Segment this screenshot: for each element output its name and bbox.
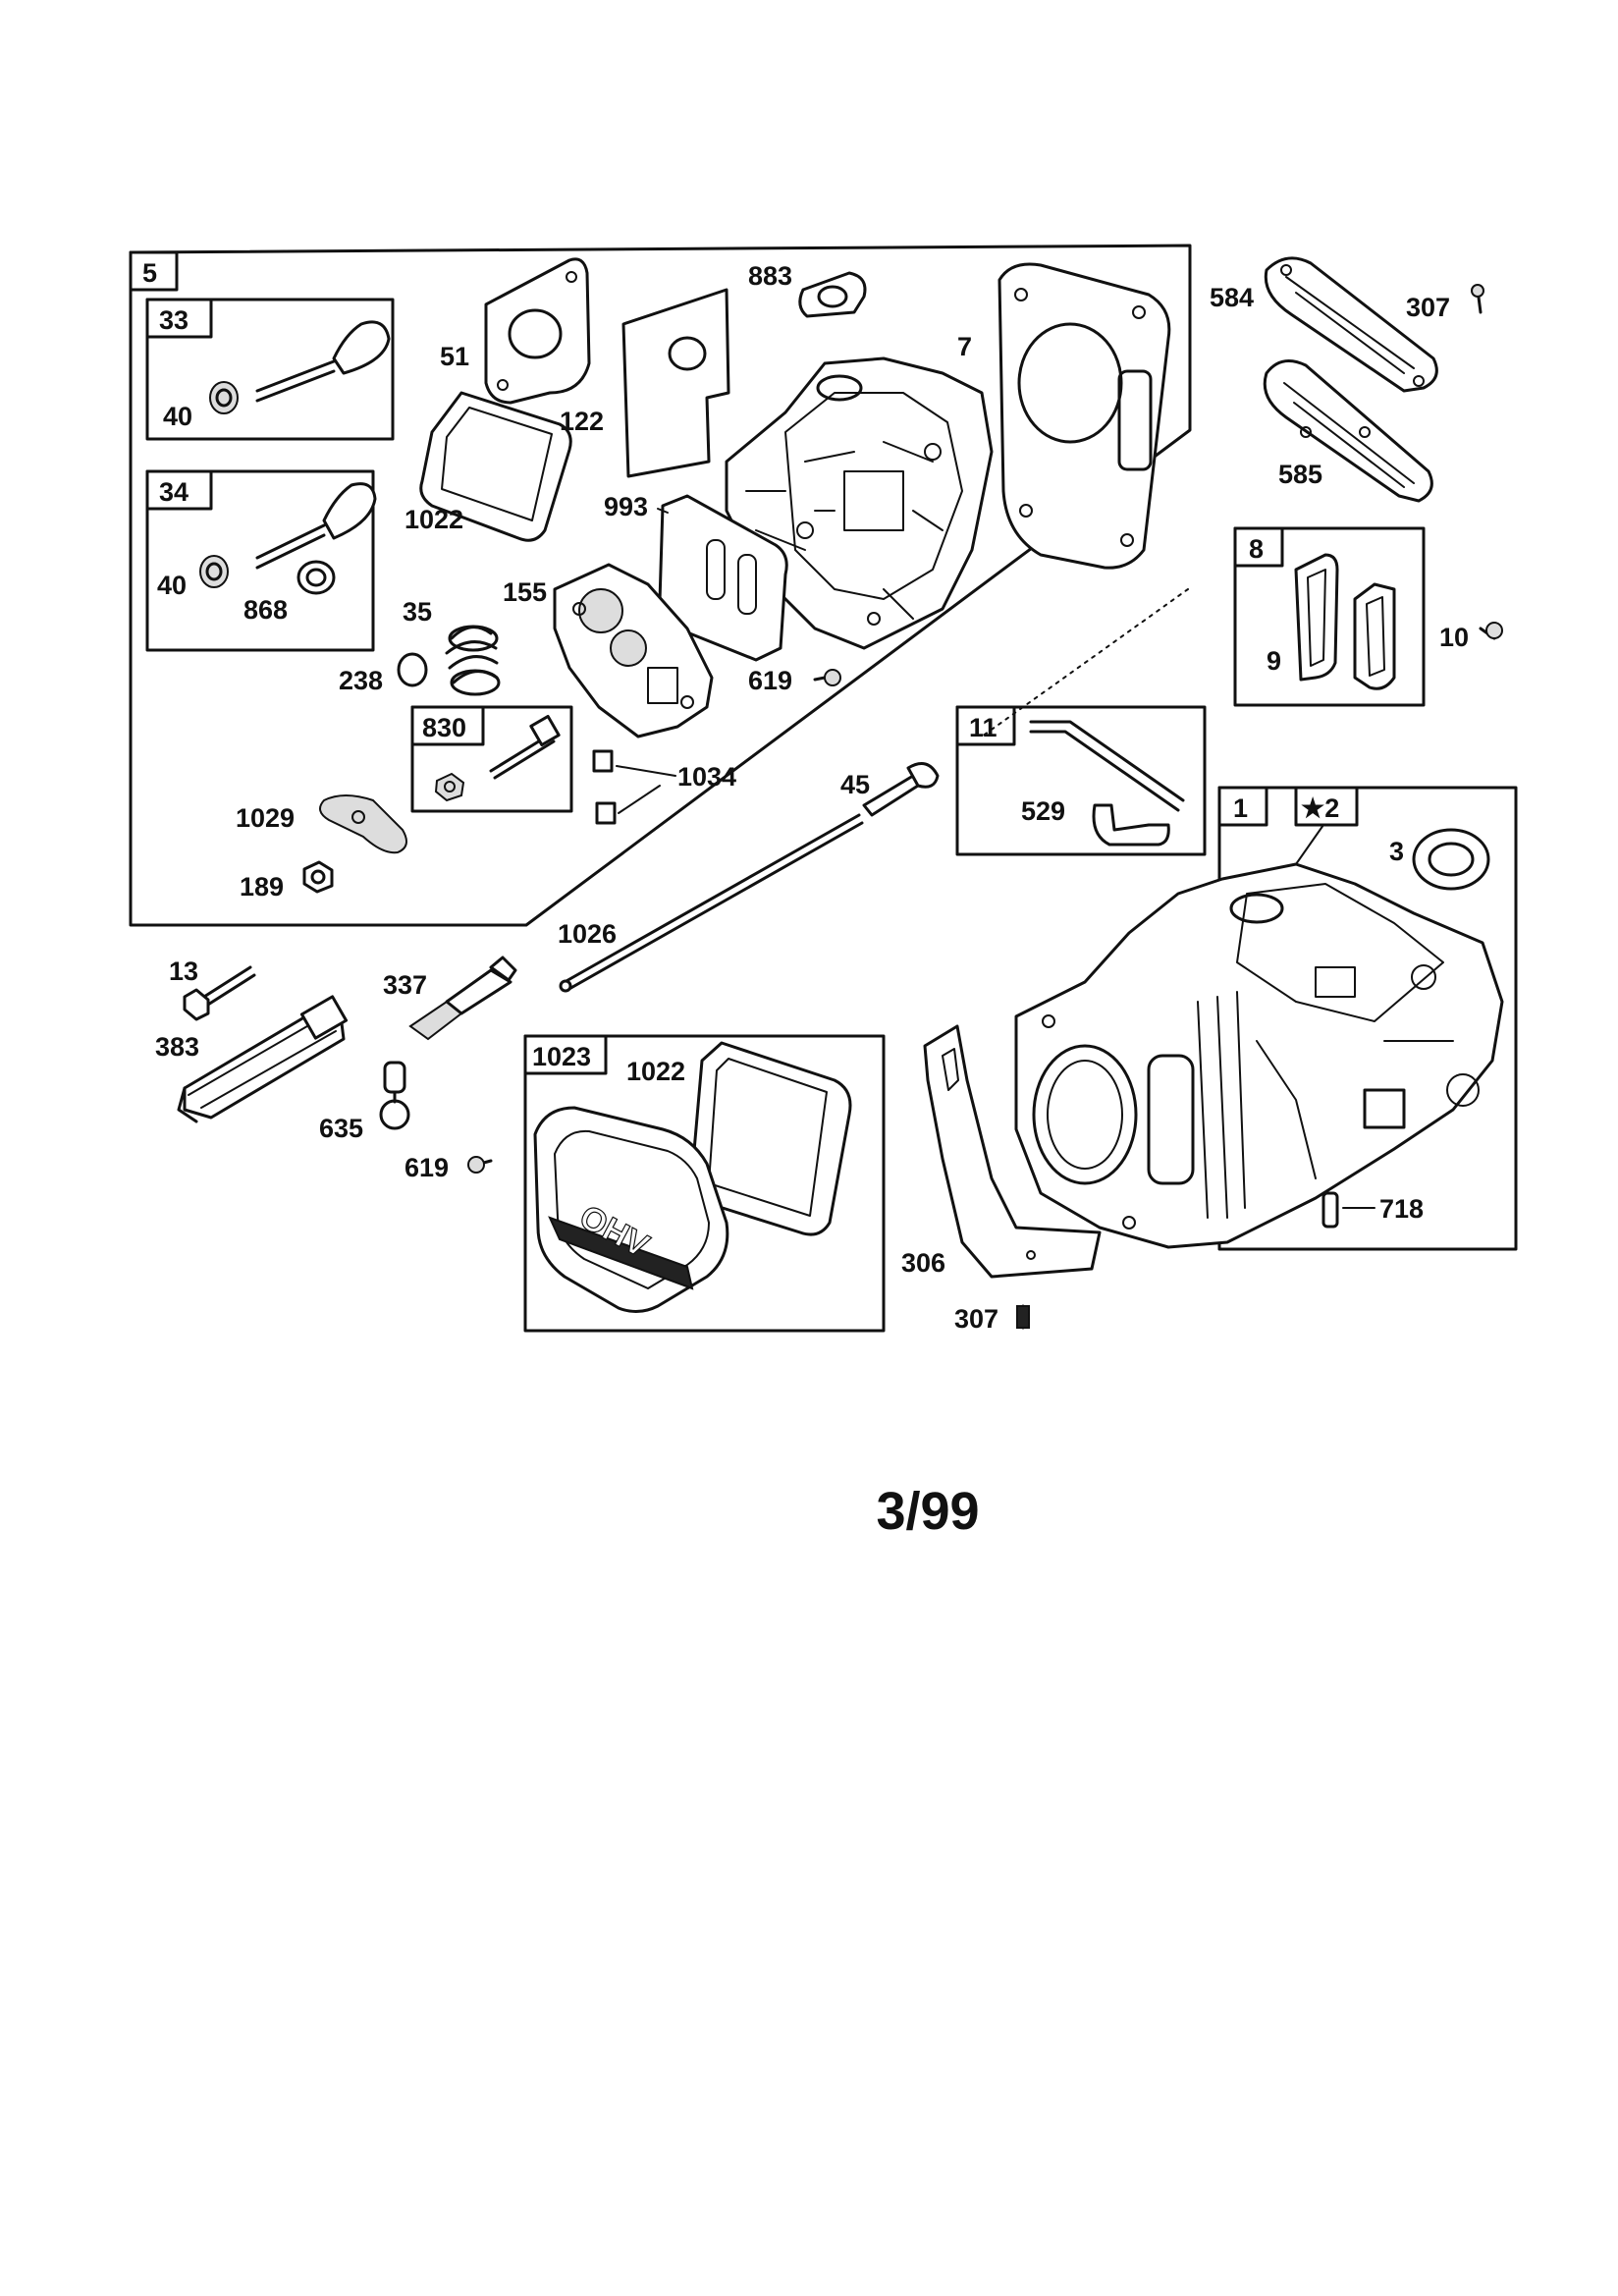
box-5-label: 5 xyxy=(142,258,157,288)
nut xyxy=(434,772,465,802)
callout-619-a: 619 xyxy=(748,666,792,695)
callout-1022-a: 1022 xyxy=(404,505,463,534)
callout-635: 635 xyxy=(319,1114,363,1143)
tappet-45 xyxy=(862,762,940,817)
callout-1026: 1026 xyxy=(558,919,617,949)
callout-883: 883 xyxy=(748,261,792,291)
callout-51: 51 xyxy=(440,342,469,371)
callout-584: 584 xyxy=(1210,283,1254,312)
exhaust-gasket-585 xyxy=(1263,359,1433,503)
callout-238: 238 xyxy=(339,666,383,695)
ignition-coil-383 xyxy=(177,995,349,1123)
valve-seal-40b xyxy=(199,555,229,588)
box-5: 5 xyxy=(129,244,1192,927)
callout-189: 189 xyxy=(240,872,284,902)
exhaust-valve xyxy=(255,482,377,570)
box-33-label: 33 xyxy=(159,305,189,335)
callout-1029: 1029 xyxy=(236,803,295,833)
breather-plate-155 xyxy=(553,563,714,738)
box-34-label: 34 xyxy=(159,477,189,507)
screw-10 xyxy=(1479,622,1503,640)
callout-337: 337 xyxy=(383,970,427,1000)
elbow-529 xyxy=(1092,803,1170,847)
intake-insulator-122 xyxy=(621,288,730,478)
box-34: 34 40 868 xyxy=(145,469,377,652)
valve-spring-35 xyxy=(445,625,501,696)
gasket-51 xyxy=(484,257,591,405)
callout-307-b: 307 xyxy=(954,1304,998,1334)
rocker-stud xyxy=(489,714,561,780)
head-gasket-7 xyxy=(998,262,1171,570)
cover-8 xyxy=(1353,582,1396,690)
callout-10: 10 xyxy=(1439,623,1469,652)
callout-383: 383 xyxy=(155,1032,199,1062)
gasket-9 xyxy=(1294,553,1339,682)
box-33: 33 40 xyxy=(145,298,395,441)
box-2-label: ★2 xyxy=(1301,793,1339,823)
valve-seat-868 xyxy=(297,560,336,595)
rocker-cover-gasket-1022-a xyxy=(419,391,572,542)
callout-529: 529 xyxy=(1021,796,1065,826)
rocker-arm-1029 xyxy=(319,794,407,854)
air-baffle-306 xyxy=(923,1024,1102,1279)
screw-307-b xyxy=(1016,1304,1030,1330)
fitting-635 xyxy=(379,1061,410,1130)
spark-plug-337 xyxy=(408,956,517,1041)
callout-122: 122 xyxy=(560,407,604,436)
callout-307-a: 307 xyxy=(1406,293,1450,322)
callout-585: 585 xyxy=(1278,460,1322,489)
rocker-cover-1023: OHV xyxy=(533,1106,729,1313)
gasket-883 xyxy=(798,271,867,318)
callout-9: 9 xyxy=(1267,646,1281,676)
callout-45: 45 xyxy=(840,770,870,799)
callout-1022-b: 1022 xyxy=(626,1057,685,1086)
cylinder-block xyxy=(1014,862,1504,1249)
exhaust-gasket-584 xyxy=(1264,256,1438,393)
box-1-label: 1 xyxy=(1233,793,1248,823)
callout-306: 306 xyxy=(901,1248,945,1278)
pushrod-guides-1034 xyxy=(592,749,676,825)
oil-seal-3 xyxy=(1412,828,1490,891)
callout-3: 3 xyxy=(1389,837,1404,866)
intake-valve xyxy=(255,320,391,403)
box-8: 8 9 xyxy=(1233,526,1426,707)
callout-13: 13 xyxy=(169,957,198,986)
box-1023: 1023 1022 OHV xyxy=(523,1034,886,1333)
screw-619-a xyxy=(813,669,841,686)
push-rod-1026 xyxy=(559,813,864,993)
dowel-pin-718 xyxy=(1321,1191,1375,1229)
box-8-label: 8 xyxy=(1249,534,1264,564)
callout-7: 7 xyxy=(957,332,972,361)
callout-868: 868 xyxy=(243,595,288,625)
box-1023-label: 1023 xyxy=(532,1042,591,1071)
callout-40-b: 40 xyxy=(157,571,187,600)
box-11: 11 529 xyxy=(955,705,1207,856)
page-number: 3/99 xyxy=(876,1482,980,1541)
box-830: 830 xyxy=(410,705,573,813)
callout-1034: 1034 xyxy=(677,762,736,792)
breather-tube xyxy=(1029,720,1185,812)
callout-619-b: 619 xyxy=(404,1153,449,1182)
box-11-label: 11 xyxy=(969,713,998,742)
callout-40-a: 40 xyxy=(163,402,192,431)
callout-35: 35 xyxy=(403,597,432,627)
retainer-238 xyxy=(397,652,428,687)
screw-619-b xyxy=(467,1156,493,1174)
callout-155: 155 xyxy=(503,577,547,607)
box-830-label: 830 xyxy=(422,713,466,742)
nut-189 xyxy=(302,860,334,894)
bolt-13 xyxy=(183,965,256,1021)
screw-307-a xyxy=(1471,284,1484,314)
callout-993: 993 xyxy=(604,492,648,521)
callout-718: 718 xyxy=(1379,1194,1424,1224)
valve-seal-40a xyxy=(209,381,239,414)
